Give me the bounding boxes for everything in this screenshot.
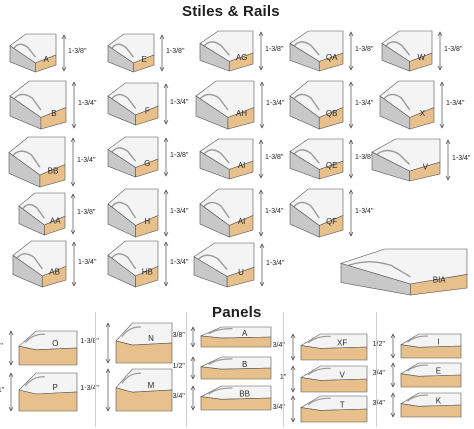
profile-code-label: AI [238, 161, 246, 170]
dimension-label: 1" [0, 387, 5, 394]
profile-code-label: AG [236, 53, 248, 62]
profile-code-label: W [418, 53, 426, 62]
panel-divider [376, 312, 377, 427]
panels-title: Panels [212, 304, 262, 321]
dimension-label: 1-3/4" [80, 385, 99, 392]
profile-code-label: O [52, 339, 58, 348]
dimension-label: 3/4" [272, 404, 285, 411]
dimension-label: 1-3/8" [77, 209, 96, 216]
dimension-label: 1-3/4" [77, 157, 96, 164]
profile-code-label: E [142, 55, 147, 64]
dimension-label: 1-3/4" [170, 208, 189, 215]
profile-code-label: HB [142, 268, 153, 277]
dimension-label: 1/2" [172, 363, 185, 370]
profile-code-label: I [437, 338, 439, 347]
profile-code-label: B [242, 360, 247, 369]
dimension-label: 1-3/8" [355, 46, 374, 53]
dimension-label: 1-3/4" [266, 100, 285, 107]
profile-code-label: F [145, 107, 150, 116]
profile-code-label: BB [239, 390, 250, 399]
profile-code-label: G [144, 159, 150, 168]
dimension-label: 3/4" [372, 370, 385, 377]
dimension-label: 1-3/8" [166, 48, 185, 55]
profile-code-label: N [148, 334, 154, 343]
panel-divider [186, 312, 187, 427]
profile-code-label: XF [337, 339, 347, 348]
profile-code-label: AB [49, 268, 60, 277]
dimension-label: 1-3/8" [265, 154, 284, 161]
dimension-label: 1-3/4" [78, 259, 97, 266]
dimension-label: 1-3/4" [265, 208, 284, 215]
dimension-label: 1-3/4" [78, 100, 97, 107]
profile-code-label: QE [326, 161, 338, 170]
profile-code-label: A [44, 55, 50, 64]
profile-code-label: QB [326, 109, 338, 118]
dimension-label: 3/4" [0, 343, 3, 350]
dimension-label: 1-3/8" [80, 338, 99, 345]
dimension-label: 1-3/4" [452, 155, 471, 162]
profile-code-label: A [242, 329, 248, 338]
dimension-label: 1-3/4" [355, 100, 374, 107]
dimension-label: 3/4" [172, 393, 185, 400]
profile-code-label: QA [326, 53, 338, 62]
dimension-label: 1-3/8" [68, 48, 87, 55]
dimension-label: 1-3/8" [444, 46, 463, 53]
dimension-label: 1-3/8" [265, 46, 284, 53]
panel-divider [95, 312, 96, 427]
dimension-label: 3/4" [272, 342, 285, 349]
stiles-rails-title: Stiles & Rails [182, 3, 280, 20]
profile-code-label: V [423, 163, 429, 172]
dimension-label: 3/4" [372, 400, 385, 407]
dimension-label: 3/8" [172, 332, 185, 339]
profile-code-label: U [238, 268, 244, 277]
profile-code-label: AH [236, 109, 247, 118]
dimension-label: 1-3/4" [446, 100, 465, 107]
profile-code-label: H [144, 217, 150, 226]
dimension-label: 1-3/4" [170, 259, 189, 266]
dimension-label: 1-3/4" [355, 208, 374, 215]
profile-code-label: AI [238, 217, 246, 226]
dimension-label: 1-3/8" [170, 152, 189, 159]
profile-code-label: K [436, 397, 442, 406]
profile-code-label: X [420, 109, 426, 118]
profile-code-label: P [53, 383, 58, 392]
profile-code-label: T [340, 401, 345, 410]
dimension-label: 1-3/8" [355, 154, 374, 161]
profile-code-label: V [339, 371, 345, 380]
dimension-label: 1-3/4" [170, 99, 189, 106]
profile-code-label: BIA [433, 276, 447, 285]
profile-code-label: AA [50, 217, 61, 226]
profile-code-label: M [148, 381, 155, 390]
profile-code-label: E [436, 367, 441, 376]
dimension-label: 1/2" [372, 341, 385, 348]
profile-code-label: B [51, 109, 56, 118]
profile-code-label: BB [48, 166, 59, 175]
panel-divider [283, 312, 284, 427]
dimension-label: 1-3/4" [266, 260, 285, 267]
profile-code-label: QF [326, 217, 337, 226]
